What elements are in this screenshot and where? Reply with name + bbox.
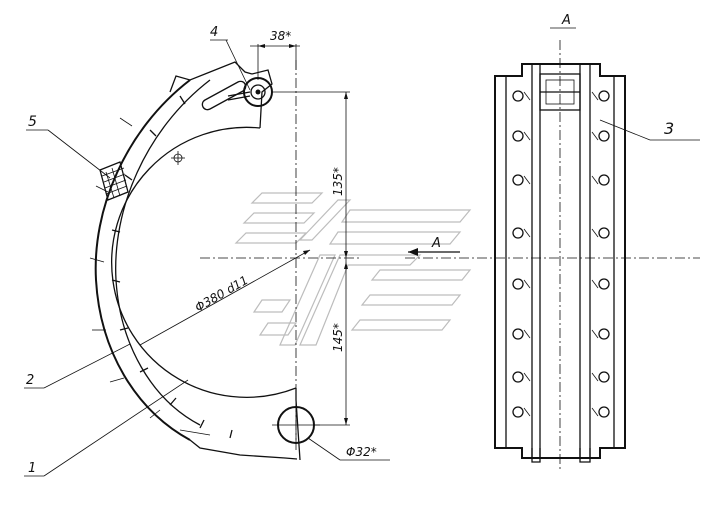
dim-diameter-380: Φ380 d11 xyxy=(193,273,251,315)
rivets-right-column xyxy=(598,90,610,418)
dim-145: 145* xyxy=(331,323,345,352)
callouts: 4 5 2 1 3 xyxy=(24,25,700,477)
centre-lines xyxy=(200,40,700,470)
shoe-rim-arc xyxy=(115,79,211,426)
shoe-outer-arc xyxy=(94,79,191,441)
rivets-left-column xyxy=(512,90,524,418)
adjust-slot xyxy=(201,80,247,111)
center-mark xyxy=(171,151,185,165)
pivot-top xyxy=(227,77,273,107)
section-label-top: A xyxy=(561,13,571,28)
callout-4: 4 xyxy=(210,25,218,40)
dim-135: 135* xyxy=(331,167,345,196)
callout-1: 1 xyxy=(28,461,36,476)
shoe-front-view xyxy=(89,61,320,461)
shoe-side-view xyxy=(494,63,626,463)
watermark-logo xyxy=(234,192,472,346)
dim-38: 38* xyxy=(270,29,291,43)
callout-3: 3 xyxy=(664,119,674,138)
rivet-block xyxy=(99,161,129,201)
callout-5: 5 xyxy=(28,114,37,130)
section-arrow-a: A xyxy=(408,236,460,256)
section-label-mid: A xyxy=(431,236,441,251)
dim-diameter-32: Φ32* xyxy=(346,445,377,459)
callout-2: 2 xyxy=(26,373,34,388)
